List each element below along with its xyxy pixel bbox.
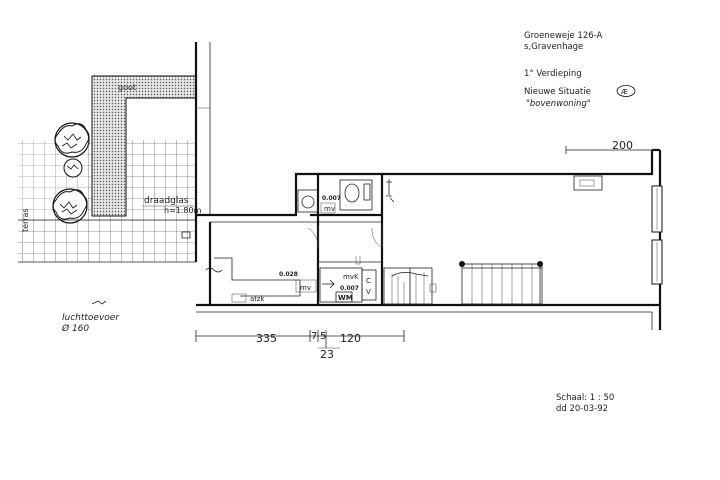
dim-7: 7 [311, 331, 317, 342]
cv-label-c: C [366, 277, 371, 285]
cv-label-v: V [366, 288, 371, 296]
goot-label: goot [118, 83, 136, 92]
date-label: dd 20-03-92 [556, 404, 608, 414]
washbasin [297, 189, 319, 213]
toilet-room [339, 179, 373, 211]
situation-badge-ring [616, 85, 636, 97]
building-walls [194, 42, 663, 330]
address-line2: s,Gravenhage [524, 42, 583, 52]
vent-note: luchttoevoer Ø 160 [61, 300, 120, 334]
shrub-bottom [52, 188, 88, 224]
dim-335: 335 [256, 332, 277, 345]
door-arc-right [371, 226, 383, 249]
title-block: Groeneweje 126-A s,Gravenhage 1° Verdiep… [524, 31, 636, 109]
situation-label: Nieuwe Situatie [524, 87, 591, 97]
dim-120: 120 [340, 332, 361, 345]
draadglas-label: draadglas [144, 196, 189, 206]
fireplace [573, 175, 603, 191]
door-arc-left [307, 226, 319, 249]
arrow-symbol [322, 279, 335, 289]
subtitle-label: "bovenwoning" [526, 99, 591, 109]
vent-symbol [386, 179, 392, 197]
bottom-dimensions: 335 7 5 120 23 [195, 330, 405, 361]
address-line1: Groeneweje 126-A [524, 31, 603, 41]
afzk-label: afzk [250, 295, 265, 303]
dim-23: 23 [320, 348, 334, 361]
terras-label: terras [21, 208, 30, 232]
vent-diameter: Ø 160 [61, 323, 89, 334]
top-dimension: 200 [565, 139, 652, 154]
terrace-drain [181, 231, 191, 239]
terrace-area: terras goot draadglas h=1.80m [18, 75, 202, 263]
toilet [344, 183, 360, 203]
pipe-symbol [205, 267, 223, 273]
stairs-left [383, 267, 433, 305]
situation-badge: Æ [621, 88, 628, 96]
floor-label: 1° Verdieping [524, 69, 582, 79]
mv-top-label: mv [324, 205, 335, 213]
kitchen-area: 0.028 mv afzk [205, 226, 383, 303]
shrub-top [54, 122, 90, 158]
value-007-top: 0.007 [322, 195, 341, 202]
value-028: 0.028 [279, 271, 298, 278]
vent-label: luchttoevoer [62, 313, 120, 323]
dim-5: 5 [320, 331, 326, 342]
mvk-label: mvK [343, 273, 359, 281]
mv-left-label: mv [300, 284, 311, 292]
wm-label: WM [338, 294, 353, 302]
dim-200: 200 [612, 139, 633, 152]
utility-cupboard: mvK 0.007 WM C V [319, 256, 377, 303]
stairs-right [429, 261, 543, 305]
scale-label: Schaal: 1 : 50 [556, 393, 614, 403]
shrub-mid [63, 158, 83, 178]
bathroom-block: 0.007 mv [297, 179, 395, 214]
value-007-mid: 0.007 [340, 285, 359, 292]
scale-block: Schaal: 1 : 50 dd 20-03-92 [556, 393, 614, 414]
draadglas-height-label: h=1.80m [164, 206, 202, 215]
